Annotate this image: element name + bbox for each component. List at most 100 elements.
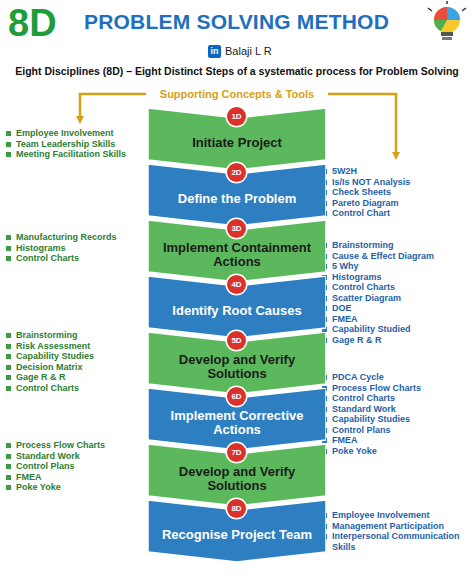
- step-text-box: Implement Containment Actions: [158, 239, 316, 271]
- tool-name: FMEA: [16, 472, 42, 482]
- step-number: 3D: [231, 225, 241, 233]
- tool-item: Pareto Diagram: [322, 198, 468, 209]
- process-step: Define the Problem2D: [148, 164, 326, 226]
- tool-item: Standard Work: [322, 404, 468, 415]
- tool-item: Gage R & R: [6, 372, 144, 383]
- tool-name: Brainstorming: [332, 240, 394, 250]
- step-label: Initiate Project: [192, 136, 282, 150]
- step-number-badge: 7D: [227, 443, 246, 462]
- bullet: [6, 131, 11, 136]
- bullet: [6, 235, 11, 240]
- tool-item: Scatter Diagram: [322, 293, 468, 304]
- process-step: Develop and Verify Solutions7D: [148, 444, 326, 506]
- tool-item: Histograms: [6, 243, 144, 254]
- tool-item: Control Charts: [6, 383, 144, 394]
- step-text-box: Recognise Project Team: [158, 519, 316, 551]
- step-text-box: Initiate Project: [158, 127, 316, 159]
- step-label: Implement Containment Actions: [158, 241, 316, 269]
- bullet: [6, 475, 11, 480]
- tool-name: Process Flow Charts: [332, 383, 421, 393]
- tool-item: Poke Yoke: [6, 482, 144, 493]
- bullet: [6, 344, 11, 349]
- tool-item: Employee Involvement: [322, 510, 468, 521]
- tool-name: Is/Is NOT Analysis: [332, 177, 410, 187]
- bracket-arrow: [328, 94, 396, 156]
- tool-name: Control Chart: [332, 208, 390, 218]
- tool-item: Control Charts: [322, 282, 468, 293]
- tool-name: Control Charts: [16, 253, 79, 263]
- tool-item: Risk Assessment: [6, 341, 144, 352]
- tool-name: Meeting Facilitation Skills: [16, 149, 126, 159]
- bullet: [6, 354, 11, 359]
- tool-item: 5W2H: [322, 166, 468, 177]
- tool-name: Capability Studies: [16, 351, 94, 361]
- bullet: [6, 443, 11, 448]
- process-step: Implement Corrective Actions 6D: [148, 388, 326, 450]
- step-number-badge: 6D: [227, 387, 246, 406]
- tool-item: Capability Studies: [6, 351, 144, 362]
- step-number: 8D: [231, 505, 241, 513]
- tool-item: DOE: [322, 303, 468, 314]
- tool-name: Gage R & R: [16, 372, 66, 382]
- step-number: 4D: [231, 281, 241, 289]
- tool-name: Poke Yoke: [16, 482, 61, 492]
- tool-name: Risk Assessment: [16, 341, 90, 351]
- bullet: [6, 246, 11, 251]
- tool-item: Check Sheets: [322, 187, 468, 198]
- tool-item: Brainstorming: [322, 240, 468, 251]
- tool-item: Process Flow Charts: [6, 440, 144, 451]
- tool-name: FMEA: [332, 314, 358, 324]
- bullet: [6, 256, 11, 261]
- title: PROBLEM SOLVING METHOD: [84, 10, 389, 34]
- bullet: [6, 386, 11, 391]
- step-text-box: Identify Root Causes: [158, 295, 316, 327]
- tool-item: Management Participation: [322, 521, 468, 532]
- tool-name: Capability Studied: [332, 324, 411, 334]
- tool-name: 5 Why: [332, 261, 359, 271]
- tool-name: Cause & Effect Diagram: [332, 251, 434, 261]
- process-step: Develop and Verify Solutions 5D: [148, 332, 326, 394]
- bullet: [6, 454, 11, 459]
- tool-item: Poke Yoke: [322, 446, 468, 457]
- tool-name: Manufacturing Records: [16, 232, 117, 242]
- step-text-box: Implement Corrective Actions: [158, 407, 316, 439]
- step-label: Recognise Project Team: [162, 528, 312, 542]
- tool-item: Control Chart: [322, 208, 468, 219]
- tool-item: Capability Studied: [322, 324, 468, 335]
- tool-item: Decision Matrix: [6, 362, 144, 373]
- tool-name: Control Plans: [16, 461, 75, 471]
- step-label: Develop and Verify Solutions: [158, 353, 316, 381]
- bullet: [6, 485, 11, 490]
- tool-item: 5 Why: [322, 261, 468, 272]
- bracket-arrow: [80, 94, 146, 120]
- step-number: 6D: [231, 393, 241, 401]
- tool-item: PDCA Cycle: [322, 372, 468, 383]
- process-step: Recognise Project Team 8D: [148, 500, 326, 562]
- tool-item: Brainstorming: [6, 330, 144, 341]
- tool-item: Control Plans: [6, 461, 144, 472]
- tool-name: Poke Yoke: [332, 446, 377, 456]
- tool-item: Control Charts: [6, 253, 144, 264]
- tool-item: Meeting Facilitation Skills: [6, 149, 144, 160]
- tool-name: Brainstorming: [16, 330, 78, 340]
- bullet: [6, 333, 11, 338]
- tool-name: Capability Studies: [332, 414, 410, 424]
- tool-item: Interpersonal Communication Skills: [322, 531, 468, 552]
- step-number-badge: 1D: [227, 107, 246, 126]
- tool-item: Control Charts: [322, 393, 468, 404]
- tool-name: PDCA Cycle: [332, 372, 384, 382]
- step-number-badge: 5D: [227, 331, 246, 350]
- tool-item: Standard Work: [6, 451, 144, 462]
- tool-name: Scatter Diagram: [332, 293, 401, 303]
- step-number-badge: 3D: [227, 219, 246, 238]
- tool-name: FMEA: [332, 435, 358, 445]
- tool-item: Team Leadership Skills: [6, 139, 144, 150]
- bullet: [6, 365, 11, 370]
- tool-name: Interpersonal Communication Skills: [332, 531, 460, 552]
- tool-name: 5W2H: [332, 166, 357, 176]
- process-step: Initiate Project 1D: [148, 108, 326, 170]
- tool-name: Histograms: [332, 272, 382, 282]
- lightbulb-icon: [428, 1, 466, 40]
- tool-name: Employee Involvement: [16, 128, 114, 138]
- tool-item: FMEA: [322, 314, 468, 325]
